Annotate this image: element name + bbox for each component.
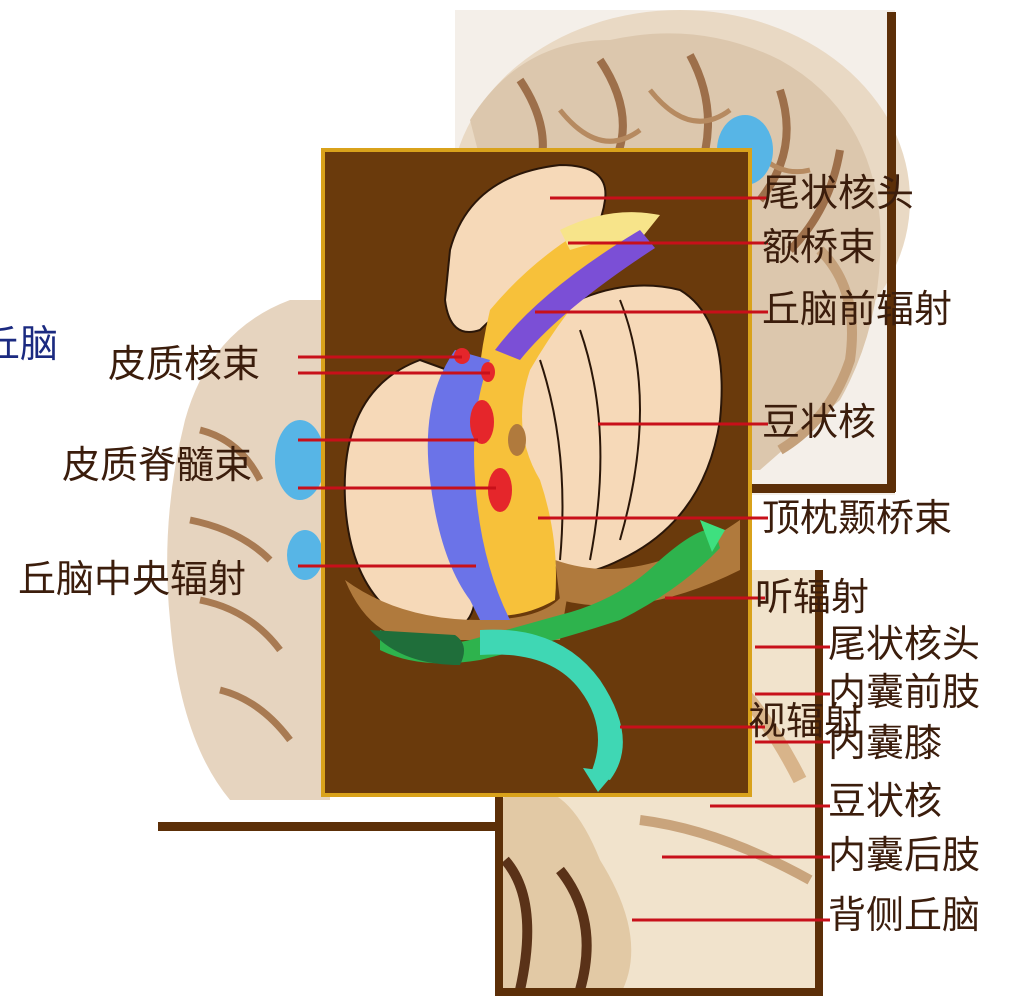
label-caudate-head-bottom: 尾状核头 xyxy=(828,625,980,663)
label-parieto-occipito-temporopontine-tract: 顶枕颞桥束 xyxy=(762,499,952,537)
frame-border-bottom xyxy=(745,484,895,493)
frame-border-left-bottom xyxy=(158,822,508,831)
frame-border-right xyxy=(887,12,896,492)
label-thalamus-partial: 丘脑 xyxy=(0,325,58,363)
frame-border-bottom-right xyxy=(815,570,823,995)
label-anterior-thalamic-radiation: 丘脑前辐射 xyxy=(762,290,952,328)
label-lentiform-nucleus-bottom: 豆状核 xyxy=(828,782,942,820)
label-posterior-limb: 内囊后肢 xyxy=(828,836,980,874)
label-caudate-head-top: 尾状核头 xyxy=(762,174,914,212)
frame-border-bottom-bottom xyxy=(495,988,823,996)
label-genu: 内囊膝 xyxy=(828,724,942,762)
label-auditory-radiation: 听辐射 xyxy=(755,578,869,616)
label-frontopontine-tract: 额桥束 xyxy=(762,228,876,266)
label-dorsal-thalamus: 背侧丘脑 xyxy=(828,896,980,934)
label-lentiform-nucleus-top: 豆状核 xyxy=(762,403,876,441)
label-central-thalamic-radiation: 丘脑中央辐射 xyxy=(18,560,246,598)
internal-capsule-schematic xyxy=(323,150,750,795)
label-corticonuclear-tract: 皮质核束 xyxy=(108,345,260,383)
label-corticospinal-tract: 皮质脊髓束 xyxy=(62,446,252,484)
